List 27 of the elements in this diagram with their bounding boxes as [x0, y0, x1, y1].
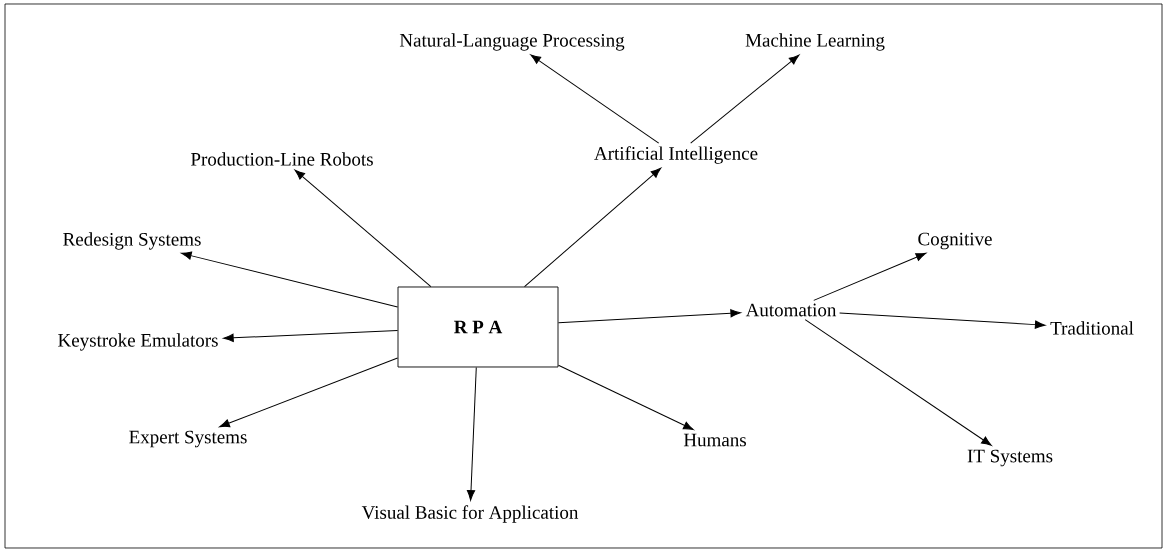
arrow — [524, 167, 662, 288]
arrow — [466, 366, 477, 501]
arrow — [181, 251, 399, 308]
arrow — [223, 330, 399, 342]
node-label: Traditional — [1050, 321, 1134, 335]
node-label: Cognitive — [918, 232, 992, 250]
node-label: Production-Line Robots — [191, 152, 373, 166]
node-label: Redesign Systems — [63, 232, 201, 250]
arrow — [690, 54, 800, 144]
node-label: Machine Learning — [745, 33, 885, 51]
node-label: Humans — [683, 433, 746, 447]
arrow — [294, 169, 432, 288]
arrow — [557, 309, 741, 324]
process-box: R P A — [397, 286, 559, 368]
node-label: Expert Systems — [129, 430, 247, 448]
node-label: Automation — [745, 303, 837, 317]
node-label: Natural-Language Processing — [399, 33, 625, 51]
node-label: Artificial Intelligence — [594, 146, 758, 164]
arrow — [530, 54, 660, 144]
arrow — [813, 252, 927, 301]
node-label: Keystroke Emulators — [58, 333, 218, 351]
node-label: IT Systems — [967, 449, 1053, 467]
arrow — [557, 364, 694, 431]
node-label: Visual Basic for Application — [361, 505, 579, 523]
arrow — [839, 312, 1046, 329]
arrow — [804, 319, 992, 446]
arrow — [219, 357, 399, 428]
